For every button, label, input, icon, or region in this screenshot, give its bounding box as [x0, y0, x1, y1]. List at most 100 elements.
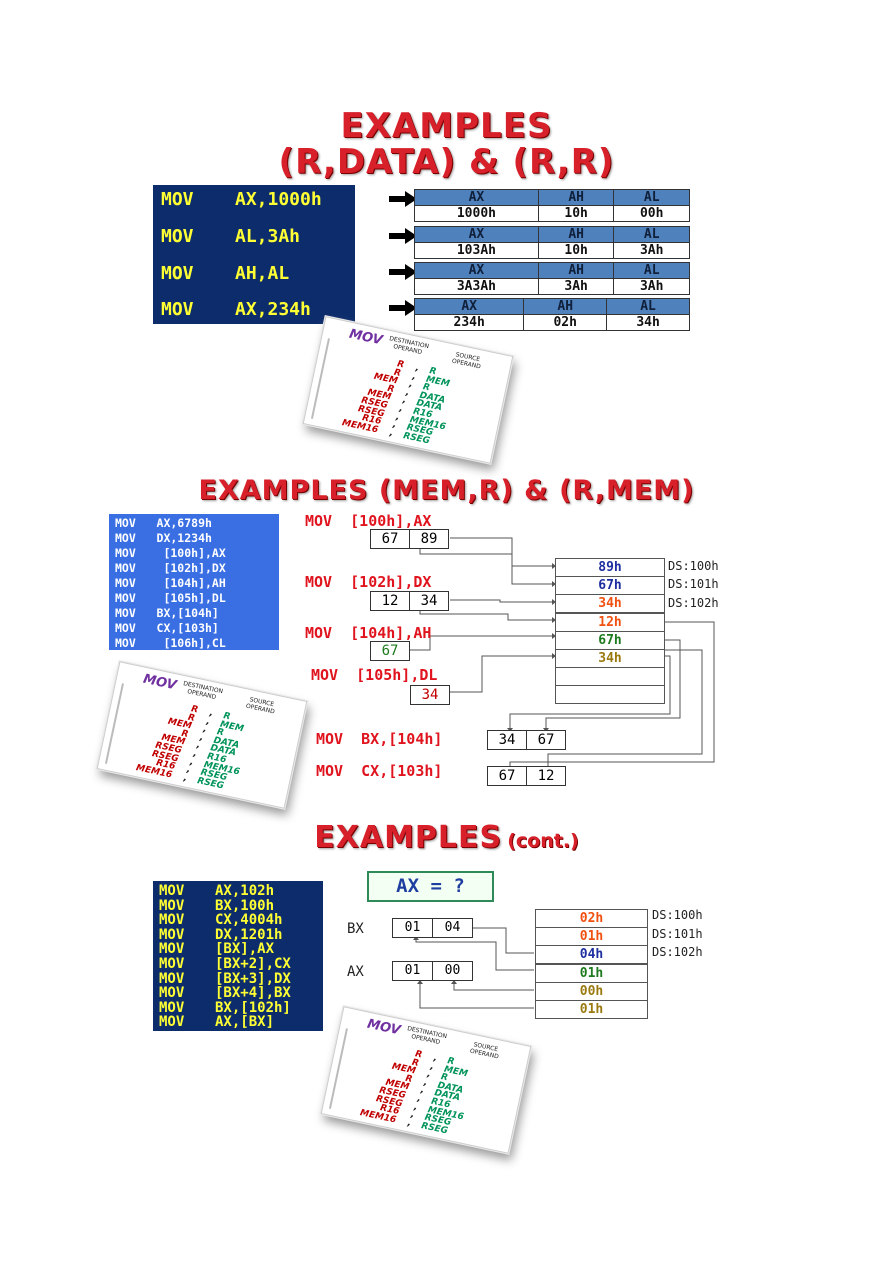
memory-cell: 02h	[535, 909, 648, 928]
section1-code-box: MOV AX,1000h MOV AL,3Ah MOV AH,AL MOV AX…	[153, 185, 355, 324]
code-args: CX,4004h	[215, 912, 283, 929]
reg-header: AX	[413, 298, 525, 315]
code-args: [BX+4],BX	[215, 985, 291, 1002]
reg-header: AH	[537, 262, 615, 279]
code-op: MOV	[159, 1014, 185, 1031]
card-src-header: SOURCE OPERAND	[469, 1041, 500, 1061]
card-dest-header: DESTINATION OPERAND	[406, 1025, 448, 1047]
memory-cell: 00h	[535, 981, 648, 1001]
code-op: MOV	[161, 263, 194, 284]
code-line: MOV [104h],AH	[115, 576, 226, 590]
instr-label: MOV BX,[104h]	[316, 730, 443, 748]
code-line: MOV CX,[103h]	[115, 621, 219, 635]
reg-header: AX	[414, 189, 539, 206]
code-op: MOV	[159, 883, 185, 899]
memory-cell: 89h	[555, 558, 665, 577]
reg-value: 3Ah	[613, 242, 690, 259]
reg-header: AX	[414, 262, 539, 279]
code-args: AH,AL	[235, 263, 290, 284]
section1-title-line2: (R,DATA) & (R,R)	[278, 142, 615, 182]
right-arrow-icon	[389, 228, 417, 244]
section3-title: EXAMPLES (cont.)	[0, 820, 893, 855]
ax-label: AX	[347, 964, 364, 980]
reg-header: AH	[523, 298, 608, 315]
section3-title-main: EXAMPLES	[314, 820, 503, 855]
right-arrow-icon	[389, 264, 417, 280]
bx-high-cell: 01	[392, 918, 433, 938]
bx-low-cell: 04	[432, 918, 473, 938]
ds-label: DS:100h	[668, 559, 719, 573]
code-op: MOV	[161, 189, 194, 210]
code-args: BX,100h	[215, 897, 275, 914]
code-args: AX,102h	[215, 883, 275, 899]
reg-value: 10h	[537, 205, 615, 222]
code-op: MOV	[159, 941, 185, 958]
bx-high-cell: 34	[487, 730, 527, 750]
section1-title-line1: EXAMPLES	[340, 106, 553, 146]
ds-label: DS:101h	[652, 927, 703, 941]
code-args: [BX+2],CX	[215, 956, 291, 972]
code-line: MOV [106h],CL	[115, 636, 226, 650]
reg-value: 3Ah	[613, 278, 690, 295]
right-arrow-icon	[389, 300, 417, 316]
code-args: AL,3Ah	[235, 226, 301, 247]
memory-cell: 01h	[535, 963, 648, 983]
reg-header: AL	[606, 298, 690, 315]
bx-label: BX	[347, 921, 364, 937]
dx-low-cell: 34	[409, 591, 449, 611]
code-line: MOV BX,[104h]	[115, 606, 219, 620]
ax-high-cell: 01	[392, 961, 433, 981]
code-op: MOV	[159, 912, 185, 929]
reg-value: 1000h	[414, 205, 539, 222]
code-line: MOV [105h],DL	[115, 591, 226, 605]
code-line: MOV AX,6789h	[115, 516, 212, 530]
ah-cell: 67	[370, 641, 410, 661]
code-line: MOV	[161, 189, 194, 210]
ds-label: DS:102h	[652, 945, 703, 959]
code-op: MOV	[159, 926, 185, 943]
code-op: MOV	[161, 299, 194, 320]
code-op: MOV	[159, 956, 185, 972]
question-box: AX = ?	[367, 871, 494, 902]
reg-value: 3A3Ah	[414, 278, 539, 295]
ax-high-cell: 67	[370, 529, 410, 549]
section2-title: EXAMPLES (MEM,R) & (R,MEM)	[198, 475, 695, 506]
reg-header: AL	[613, 226, 690, 243]
instr-label: MOV CX,[103h]	[316, 762, 443, 780]
cx-high-cell: 67	[487, 766, 527, 786]
card-mov-label: MOV	[365, 1016, 402, 1039]
code-op: MOV	[159, 999, 185, 1016]
code-op: MOV	[159, 985, 185, 1002]
reg-value: 103Ah	[414, 242, 539, 259]
reg-value: 34h	[606, 314, 690, 331]
bx-low-cell: 67	[526, 730, 566, 750]
dl-cell: 34	[410, 685, 450, 705]
memory-cell: 04h	[535, 945, 648, 965]
section3-title-small: (cont.)	[507, 830, 579, 852]
memory-cell	[555, 685, 665, 705]
code-args: [BX],AX	[215, 941, 275, 958]
code-args: DX,1201h	[215, 926, 283, 943]
cx-low-cell: 12	[526, 766, 566, 786]
reg-header: AH	[537, 189, 615, 206]
memory-cell: 01h	[535, 1000, 648, 1019]
code-op: MOV	[159, 970, 185, 987]
code-line: MOV [102h],DX	[115, 561, 226, 575]
instr-label: MOV [102h],DX	[305, 573, 432, 591]
ds-label: DS:100h	[652, 908, 703, 922]
code-args: BX,[102h]	[215, 999, 291, 1016]
ds-label: DS:102h	[668, 596, 719, 610]
code-args: [BX+3],DX	[215, 970, 291, 987]
reg-value: 10h	[537, 242, 615, 259]
code-args: AX,234h	[235, 299, 311, 320]
reg-value: 234h	[413, 314, 525, 331]
reg-value: 00h	[613, 205, 690, 222]
code-line: MOV DX,1234h	[115, 531, 212, 545]
ax-low-cell: 89	[409, 529, 449, 549]
ax-low-cell: 00	[432, 961, 473, 981]
ds-label: DS:101h	[668, 577, 719, 591]
